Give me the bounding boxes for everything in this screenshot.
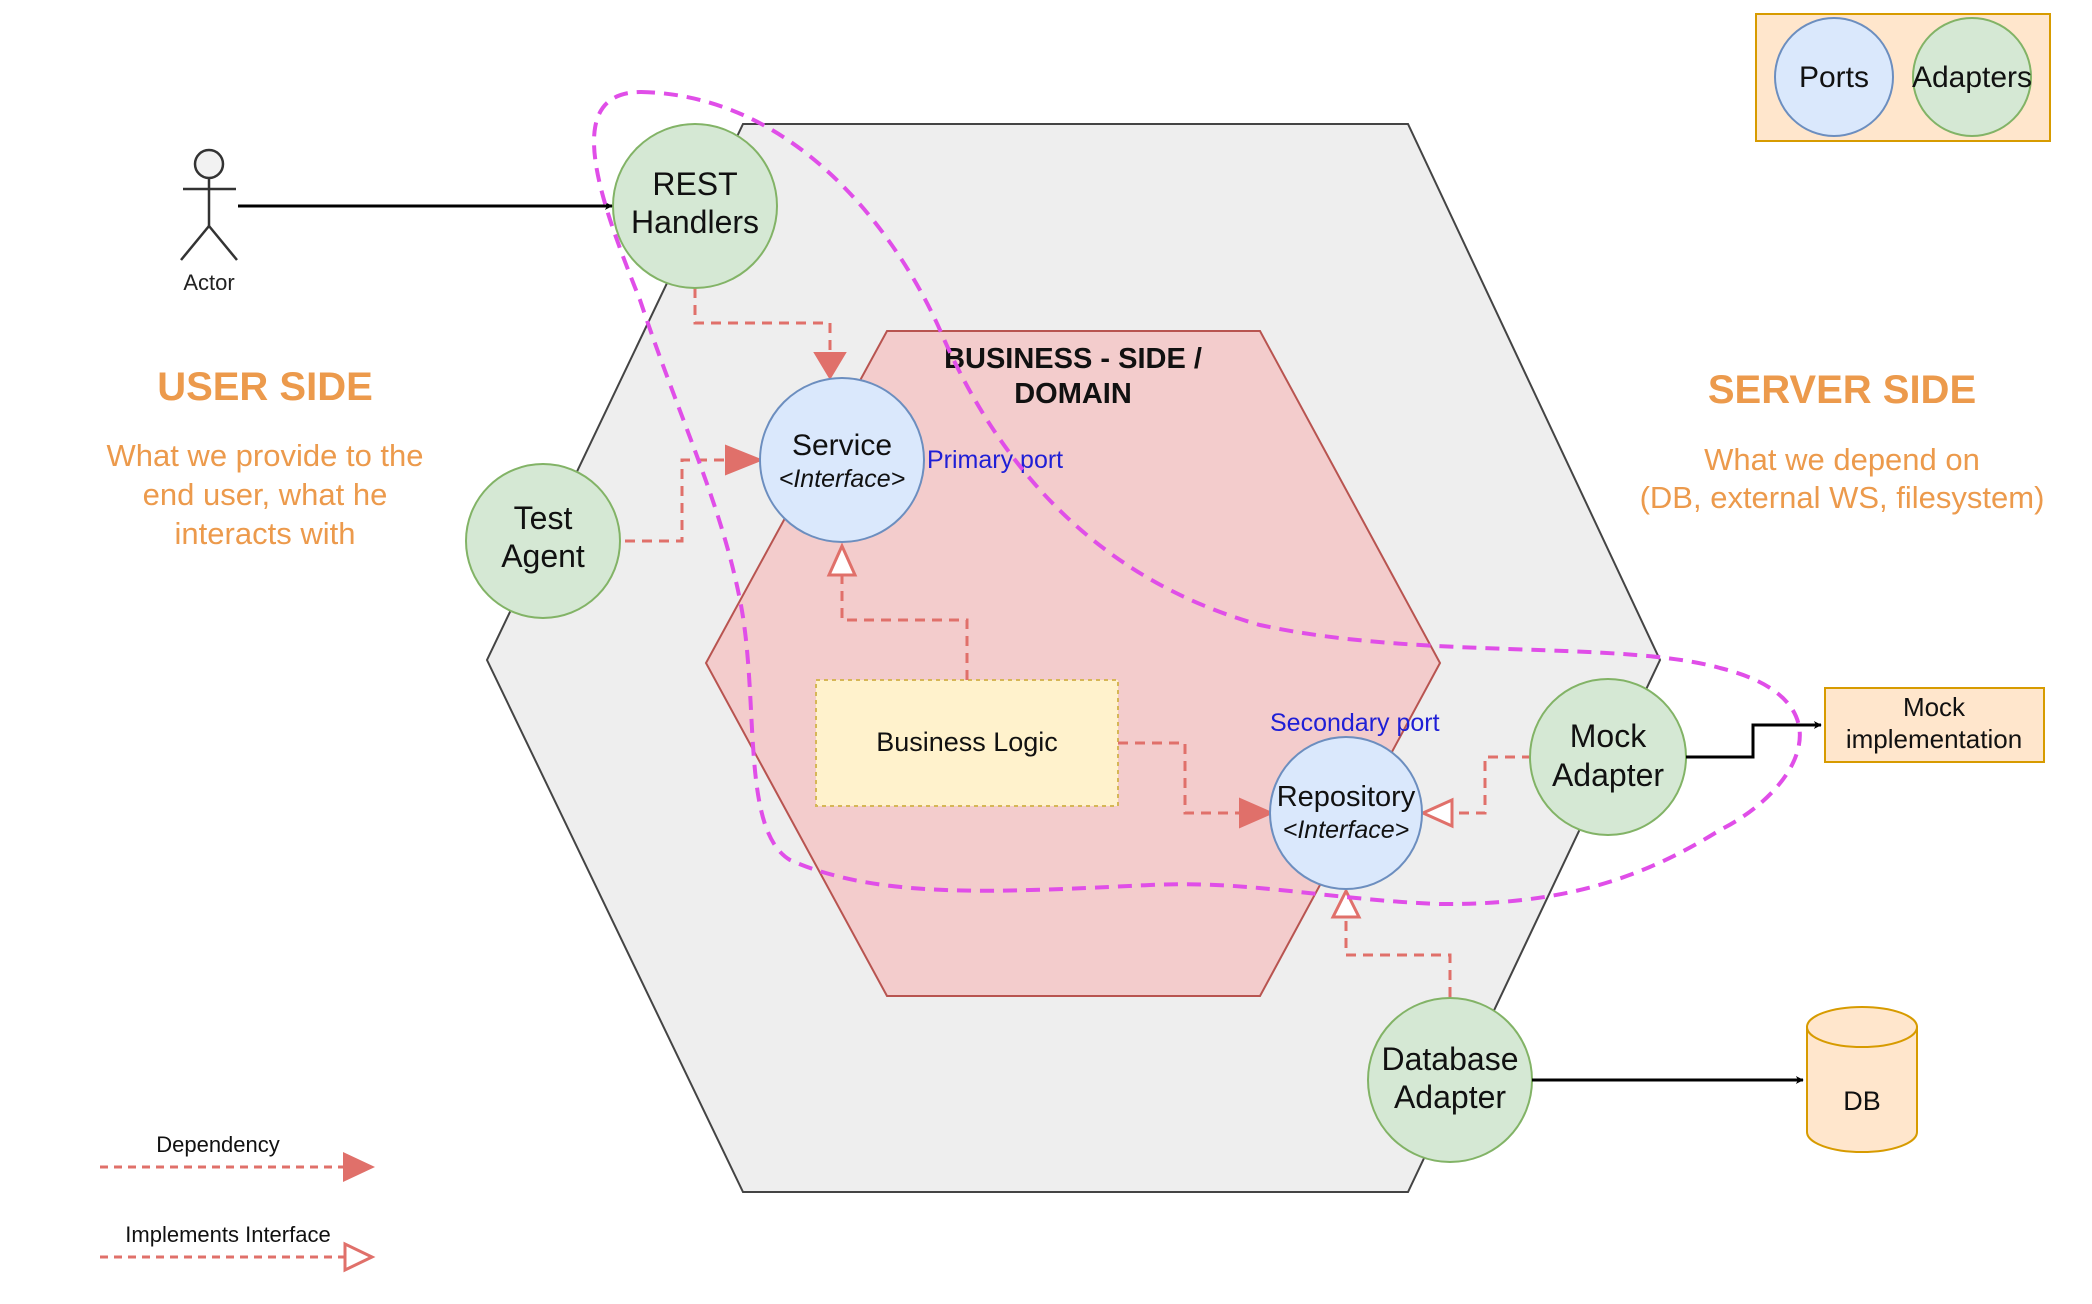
rest-handlers-circle [612, 123, 778, 289]
server-side-title: SERVER SIDE [1708, 368, 1976, 412]
db-label: DB [1843, 1086, 1881, 1116]
business-logic-box [815, 679, 1119, 807]
user-side-title: USER SIDE [157, 365, 373, 409]
domain-title-line-2: DOMAIN [1014, 378, 1132, 410]
legend-implements-arrowhead [343, 1241, 376, 1273]
edge-rest-to-service [693, 288, 832, 358]
arrowhead-implements-service [826, 542, 858, 577]
database-adapter-label-2: Adapter [1394, 1079, 1506, 1115]
mock-to-implementation-arrow [1686, 721, 1822, 759]
edge-dbadapter-to-repository [1344, 917, 1452, 997]
test-agent-circle [465, 463, 621, 619]
arrowhead-implements-repository-db [1330, 887, 1362, 919]
arrowhead-logic-repository [1239, 797, 1275, 829]
domain-title: BUSINESS - SIDE / DOMAIN [944, 343, 1202, 410]
edge-mock-to-repository [1452, 755, 1532, 815]
legend-dependency-arrowhead [343, 1152, 375, 1182]
edge-logic-to-repository [1118, 741, 1245, 815]
server-side-line-1: What we depend on [1704, 442, 1980, 477]
domain-title-line-1: BUSINESS - SIDE / [944, 343, 1202, 375]
user-side-block: USER SIDE What we provide to the end use… [106, 365, 423, 551]
legend-adapters-label: Adapters [1912, 61, 2032, 94]
legend-ports-circle [1774, 17, 1894, 137]
server-side-line-2: (DB, external WS, filesystem) [1640, 480, 2045, 515]
user-side-line-1: What we provide to the [106, 438, 423, 473]
arrowhead-testagent-service [725, 444, 764, 476]
mock-implementation-box [1824, 687, 2045, 763]
user-side-line-3: interacts with [175, 516, 356, 551]
arrowhead-implements-repository-mock [1419, 797, 1454, 829]
service-interface-label: <Interface> [779, 465, 905, 493]
repository-label: Repository [1277, 781, 1416, 813]
database-adapter-label-1: Database [1382, 1041, 1519, 1077]
mock-implementation-label-1: Mock [1903, 692, 1966, 722]
legend-adapters-circle [1912, 17, 2032, 137]
actor-icon [180, 148, 238, 261]
arrowhead-rest-service [813, 352, 847, 380]
test-agent-label-2: Agent [501, 538, 585, 574]
business-logic-label: Business Logic [876, 727, 1058, 757]
edge-testagent-to-service [625, 458, 731, 543]
repository-port-circle [1269, 736, 1423, 890]
actor-label: Actor [183, 270, 234, 295]
edge-logic-to-service [840, 575, 969, 680]
primary-port-label: Primary port [927, 446, 1063, 474]
secondary-port-label: Secondary port [1270, 709, 1440, 737]
mock-adapter-label-1: Mock [1570, 718, 1647, 754]
rest-handlers-label-2: Handlers [631, 204, 759, 240]
test-agent-label-1: Test [514, 500, 573, 536]
mock-implementation-label-2: implementation [1846, 724, 2022, 754]
repository-interface-label: <Interface> [1283, 816, 1409, 844]
adapters-highlight-loop [592, 89, 1802, 907]
legend-implements-label: Implements Interface [125, 1222, 330, 1247]
legend-ports-label: Ports [1799, 61, 1869, 94]
service-label: Service [792, 429, 892, 462]
rest-handlers-label-1: REST [652, 166, 737, 202]
legend-dependency-label: Dependency [156, 1132, 280, 1157]
db-cylinder-icon [1806, 1006, 1918, 1153]
edge-legend: Dependency Implements Interface [100, 1132, 376, 1273]
mock-adapter-label-2: Adapter [1552, 757, 1664, 793]
service-port-circle [759, 377, 925, 543]
server-side-block: SERVER SIDE What we depend on (DB, exter… [1640, 368, 2045, 515]
user-side-line-2: end user, what he [143, 477, 388, 512]
